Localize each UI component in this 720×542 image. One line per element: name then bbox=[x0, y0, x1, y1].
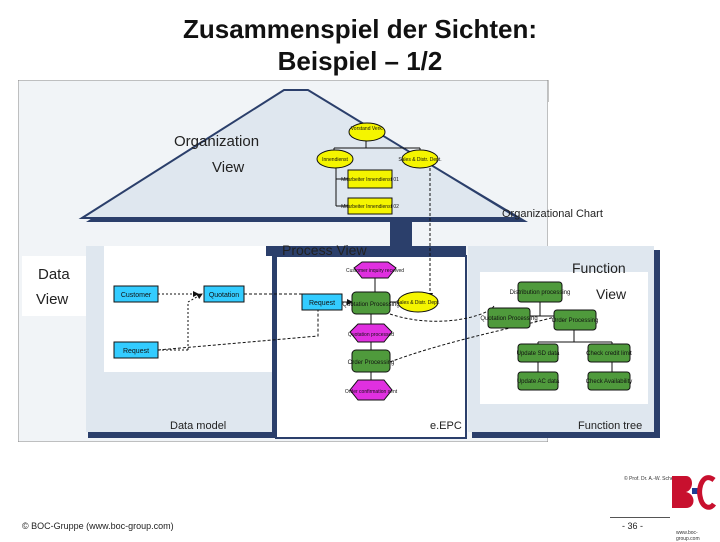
epc-event-3-label: Order confirmation sent bbox=[345, 389, 398, 395]
process-view-label: Process View bbox=[282, 242, 367, 258]
org-position-2 bbox=[347, 197, 393, 215]
organization-view-label-1: Organization bbox=[174, 133, 259, 150]
epc-event-1 bbox=[353, 261, 397, 279]
connector-request-to-epc bbox=[157, 304, 319, 351]
org-chart-caption: Organizational Chart bbox=[502, 208, 603, 220]
function-update-ac-label: Update AC data bbox=[517, 379, 560, 385]
function-tree-caption: Function tree bbox=[578, 420, 642, 432]
function-order bbox=[553, 309, 597, 331]
function-tree: Distribution processing Quotation Proces… bbox=[480, 281, 633, 391]
connector-epc-to-function-2 bbox=[389, 315, 559, 363]
function-order-label: Order Processing bbox=[552, 318, 599, 324]
footer-copyright: © BOC-Gruppe (www.boc-group.com) bbox=[22, 521, 174, 531]
epc-caption: e.EPC bbox=[430, 420, 462, 432]
org-unit-inside-sales-label: Innendienst bbox=[322, 157, 348, 163]
org-position-2-label: Mitarbeiter Innendienst 02 bbox=[341, 204, 399, 210]
house-roof bbox=[78, 89, 522, 219]
figure-copyright: © Prof. Dr. A.-W. Scheer bbox=[624, 476, 678, 482]
organization-view-label-2: View bbox=[212, 159, 244, 176]
function-view-label-2: View bbox=[596, 286, 627, 302]
connector-epc-to-function-1 bbox=[389, 305, 495, 322]
function-update-sd bbox=[517, 343, 559, 363]
function-update-ac bbox=[517, 371, 559, 391]
logo-dot bbox=[692, 488, 698, 494]
function-quotation-label: Quotation Processing bbox=[480, 316, 537, 322]
epc-event-3 bbox=[349, 379, 393, 401]
function-check-credit bbox=[587, 343, 631, 363]
function-quotation bbox=[487, 307, 531, 329]
org-chart: Vorstand Verk. Innendienst Sales & Distr… bbox=[316, 122, 442, 215]
logo-c-letter bbox=[697, 475, 716, 510]
epc-org-unit-label: Sales & Distr. Dept. bbox=[396, 300, 439, 306]
entity-request-label: Request bbox=[123, 348, 149, 355]
function-view-label-1: Function bbox=[572, 260, 626, 276]
epc-event-2-label: Quotation processed bbox=[348, 332, 394, 338]
epc-event-2 bbox=[349, 323, 393, 343]
data-view-label-area bbox=[22, 256, 86, 316]
data-model-caption: Data model bbox=[170, 420, 226, 432]
boc-logo bbox=[672, 475, 716, 510]
data-view-label-1: Data bbox=[38, 266, 70, 283]
slide-title-line2: Beispiel – 1/2 bbox=[277, 46, 443, 76]
entity-customer-label: Customer bbox=[121, 292, 152, 299]
epc-org-unit bbox=[397, 291, 439, 313]
epc-diagram: Customer inquiry received Request Quotat… bbox=[301, 261, 440, 401]
page-number: - 36 - bbox=[622, 521, 644, 531]
function-check-availability-label: Check Availability bbox=[586, 379, 633, 385]
org-unit-sales bbox=[401, 149, 439, 169]
process-chimney bbox=[390, 220, 412, 250]
org-unit-sales-label: Sales & Distr. Dept. bbox=[398, 157, 441, 163]
epc-event-1-label: Customer inquiry received bbox=[346, 268, 404, 274]
process-view-band bbox=[266, 246, 466, 256]
data-view-label-2: View bbox=[36, 291, 68, 308]
entity-quotation-label: Quotation bbox=[209, 292, 239, 299]
data-model: Customer Quotation Request bbox=[113, 285, 245, 359]
function-check-availability bbox=[587, 371, 631, 391]
views-house-diagram: Organization View Data View Process View… bbox=[18, 80, 710, 442]
slide-title-line1: Zusammenspiel der Sichten: bbox=[183, 14, 537, 44]
function-distribution-label: Distribution processing bbox=[510, 290, 571, 296]
epc-function-order-label: Order Processing bbox=[348, 360, 395, 366]
function-update-sd-label: Update SD data bbox=[517, 351, 560, 357]
relation-request-quotation bbox=[187, 293, 203, 303]
org-position-1-label: Mitarbeiter Innendienst 01 bbox=[341, 177, 399, 183]
logo-b-letter bbox=[672, 476, 694, 508]
footer-divider bbox=[610, 517, 670, 518]
org-unit-board-label: Vorstand Verk. bbox=[351, 126, 384, 132]
logo-url: www.boc-group.com bbox=[676, 530, 700, 542]
org-position-1 bbox=[347, 169, 393, 189]
function-check-credit-label: Check credit limit bbox=[586, 351, 632, 357]
org-unit-board bbox=[348, 122, 386, 142]
org-unit-inside-sales bbox=[316, 149, 354, 169]
epc-request-label: Request bbox=[309, 300, 335, 307]
epc-function-quotation-label: Quotation Processing bbox=[342, 302, 399, 308]
function-distribution bbox=[517, 281, 563, 303]
